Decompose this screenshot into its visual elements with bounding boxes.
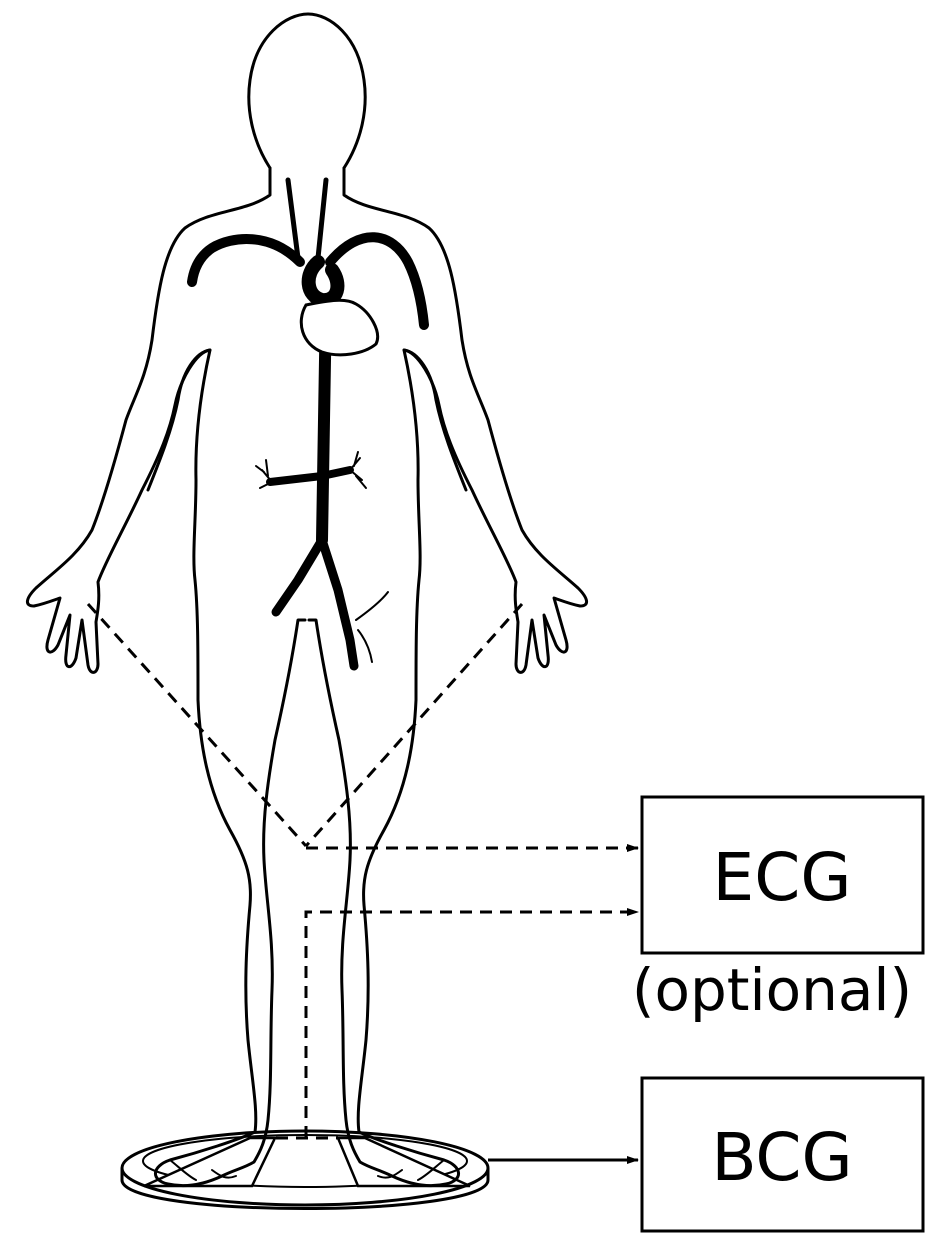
ecg-leads [86,602,524,848]
ecg-lead-right-hand [304,603,524,847]
bcg-box: BCG [640,1076,925,1233]
ecg-connections [276,844,639,1140]
bcg-box-label: BCG [711,1119,852,1196]
aortic-arch [301,255,345,308]
ecg-lead-left-hand [86,602,308,848]
left-inner-arm [146,348,212,492]
iliac-right [317,535,359,671]
head-outline [247,12,367,170]
arterial-system [187,177,429,671]
left-foot-detail [169,1159,237,1181]
right-kidney-branches [349,451,367,489]
subclavian-left [187,234,305,287]
ecg-box-label: ECG [713,839,852,916]
pelvic-branch [355,591,389,663]
right-inner-arm [402,348,468,492]
left-side-outline [26,166,307,1188]
ecg-foot-arrow [304,908,639,1138]
iliac-left [271,535,327,617]
carotid-arteries [285,177,329,261]
human-body-outline [26,12,588,1188]
subclavian-right [325,232,429,330]
ecg-optional-note: (optional) [632,956,912,1024]
left-kidney-branches [255,459,273,489]
right-foot-detail [377,1159,445,1181]
ecg-box: ECG [640,795,925,955]
right-side-outline [307,166,588,1188]
renal-arteries [266,466,354,486]
heart [299,298,379,357]
